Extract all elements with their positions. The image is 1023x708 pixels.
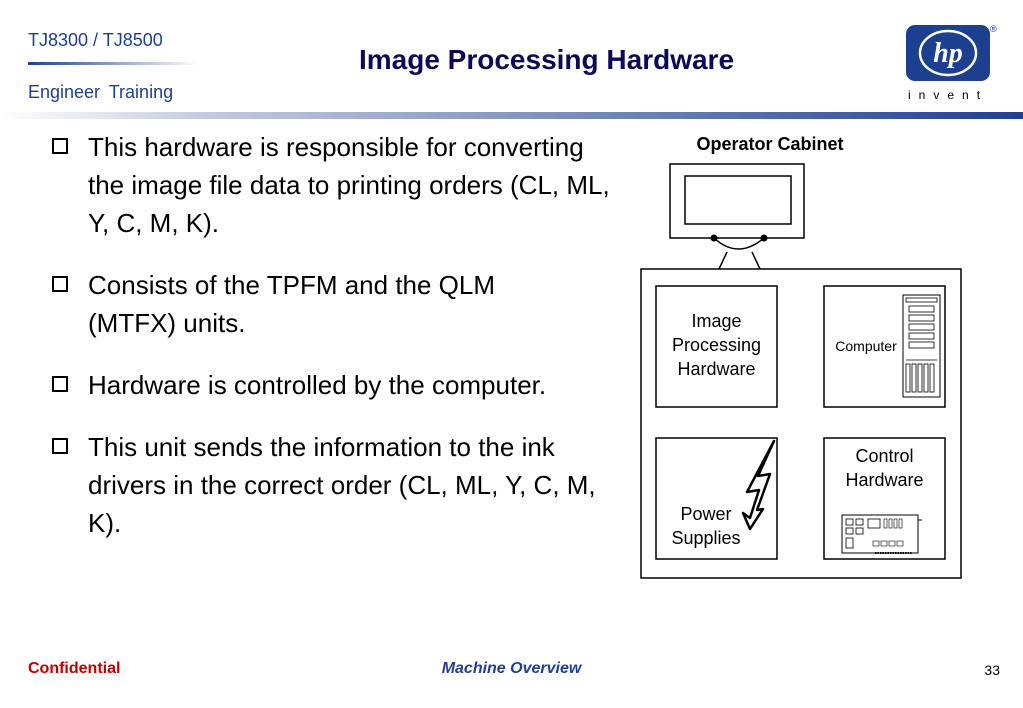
image-processing-line: Image	[691, 311, 742, 331]
stand-leg	[751, 251, 761, 270]
checkbox-bullet-icon	[52, 438, 68, 454]
cabinet-drawing	[640, 163, 962, 579]
power-supplies-label: Power Supplies	[656, 502, 756, 550]
bullet-item: Consists of the TPFM and the QLM (MTFX) …	[52, 266, 548, 342]
control-hardware-line: Hardware	[845, 470, 924, 490]
registered-mark: ®	[990, 24, 997, 34]
bullet-item: This hardware is responsible for convert…	[52, 128, 612, 242]
stand-joint	[760, 234, 768, 242]
bullet-item: This unit sends the information to the i…	[52, 428, 608, 542]
slide-title-text: Image Processing Hardware	[358, 44, 735, 75]
bullet-text: Consists of the TPFM and the QLM (MTFX) …	[88, 270, 496, 338]
bullet-text: Hardware is controlled by the computer.	[88, 370, 547, 400]
cabinet-label: Operator Cabinet	[696, 134, 844, 154]
lightning-bolt-icon	[741, 439, 776, 531]
bullet-item: Hardware is controlled by the computer.	[52, 366, 548, 404]
bullet-list: This hardware is responsible for convert…	[52, 128, 612, 566]
image-processing-line: Processing	[671, 335, 762, 355]
bullet-text: This unit sends the information to the i…	[88, 432, 596, 538]
checkbox-bullet-icon	[52, 376, 68, 392]
computer-tower-icon	[902, 294, 941, 398]
power-supplies-line: Power	[680, 504, 732, 524]
course-model: TJ8300 / TJ8500	[28, 30, 163, 50]
image-processing-box	[655, 285, 778, 408]
monitor-screen	[684, 175, 792, 225]
hp-tagline: invent	[908, 88, 989, 102]
confidential-label: Confidential	[28, 660, 121, 677]
hp-logo-text: hp	[933, 38, 963, 69]
slide-title: Image Processing Hardware	[0, 44, 1023, 76]
header-rule	[28, 62, 198, 65]
page-number: 33	[984, 662, 1000, 678]
hp-logo-mark: hp	[918, 29, 978, 77]
control-hardware-line: Control	[855, 446, 914, 466]
stand-joint	[710, 234, 718, 242]
image-processing-line: Hardware	[677, 359, 756, 379]
operator-cabinet-diagram: Operator Cabinet	[630, 128, 990, 598]
power-supplies-line: Supplies	[671, 528, 741, 548]
image-processing-label: Image Processing Hardware	[656, 309, 777, 381]
control-hardware-label: Control Hardware	[824, 444, 945, 492]
course-subtitle: Engineer Training	[28, 82, 174, 102]
bullet-text: This hardware is responsible for convert…	[88, 132, 610, 238]
section-label: Machine Overview	[441, 660, 582, 677]
header-band	[0, 112, 1023, 119]
monitor-stand	[713, 237, 765, 250]
stand-leg	[718, 251, 728, 270]
checkbox-bullet-icon	[52, 276, 68, 292]
computer-label: Computer	[835, 338, 897, 354]
circuit-board-icon	[841, 514, 922, 554]
checkbox-bullet-icon	[52, 138, 68, 154]
